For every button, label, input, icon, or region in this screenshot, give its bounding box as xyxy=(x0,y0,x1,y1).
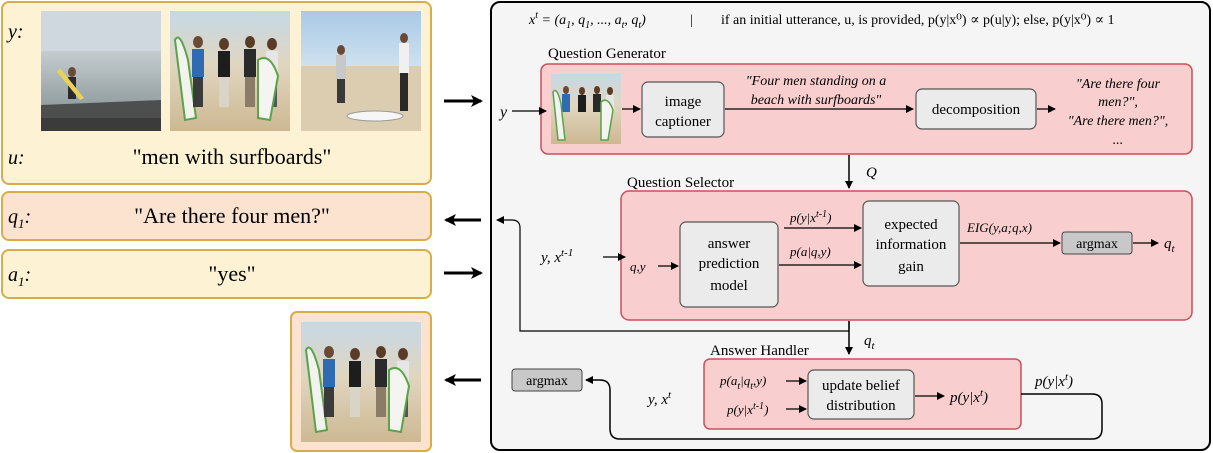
posterior-loop-line xyxy=(585,376,1103,440)
q1-text: "Are there four men?" xyxy=(134,203,330,228)
qs-qy-label: q,y xyxy=(630,259,646,274)
header-separator: | xyxy=(690,13,693,28)
eig-formula: EIG(y,a;q,x) xyxy=(966,220,1032,235)
qs-output-qt: qt xyxy=(1164,236,1176,255)
q1-label: q1: xyxy=(8,206,31,231)
image-captioner-box xyxy=(641,81,725,138)
u-label: u: xyxy=(8,147,25,169)
generated-questions-ellipsis: ... xyxy=(1113,133,1124,148)
ah-argmax-label: argmax xyxy=(526,374,568,389)
candidate-image-3 xyxy=(301,11,421,131)
ah-posterior: p(y|xt) xyxy=(949,387,988,406)
question-selector-title: Question Selector xyxy=(627,175,734,191)
apm-label-1: answer xyxy=(708,236,750,252)
q1-box xyxy=(1,191,432,241)
q-set-label: Q xyxy=(866,165,877,181)
a1-box xyxy=(1,249,432,299)
qg-input-image xyxy=(551,74,621,144)
decomposition-box xyxy=(915,88,1037,130)
y-label: y: xyxy=(6,21,24,43)
eig-box xyxy=(862,200,960,287)
qs-answer-prob-label: p(a|q,y) xyxy=(789,244,831,259)
qs-input: y, xt-1 xyxy=(539,247,573,266)
qg-input-y: y xyxy=(498,104,508,121)
image-captioner-label-2: captioner xyxy=(655,114,711,130)
ah-prior-label: p(y|xt-1) xyxy=(726,401,768,417)
qt-arrow-label: qt xyxy=(864,333,876,352)
header-condition: if an initial utterance, u, is provided,… xyxy=(721,13,1115,28)
a1-label: a1: xyxy=(8,264,31,289)
decomposition-label: decomposition xyxy=(932,102,1021,118)
apm-label-3: model xyxy=(710,278,748,294)
generated-question-1a: "Are there four xyxy=(1076,77,1161,92)
ah-argmax-box xyxy=(511,368,583,392)
xt-definition: xt = (a1, q1, ..., at, qt) xyxy=(528,10,646,31)
qs-feedback-line xyxy=(496,216,850,332)
eig-label-2: information xyxy=(876,237,947,253)
ah-p-aq-label: p(at|qt,y) xyxy=(719,373,766,392)
candidate-image-2 xyxy=(170,11,290,131)
caption-line-2: beach with surfboards" xyxy=(751,93,882,108)
update-belief-box xyxy=(807,369,915,420)
eig-label-1: expected xyxy=(884,217,938,233)
answer-prediction-model-box xyxy=(679,221,779,308)
a1-text: "yes" xyxy=(208,261,255,286)
question-generator-title: Question Generator xyxy=(548,46,666,62)
result-image xyxy=(301,322,421,442)
candidate-image-1 xyxy=(41,11,161,131)
generated-question-2: "Are there men?", xyxy=(1068,114,1169,129)
update-belief-label-1: update belief xyxy=(822,378,900,394)
posterior-output-label: p(y|xt) xyxy=(1034,371,1073,390)
answer-handler-title: Answer Handler xyxy=(710,343,809,359)
qs-argmax-label: argmax xyxy=(1076,237,1118,252)
eig-label-3: gain xyxy=(898,259,924,275)
ah-input: y, xt xyxy=(646,389,672,408)
image-captioner-label-1: image xyxy=(665,94,702,110)
caption-line-1: "Four men standing on a xyxy=(746,74,886,89)
qs-argmax-box xyxy=(1061,231,1133,255)
apm-label-2: prediction xyxy=(699,256,760,272)
generated-question-1b: men?", xyxy=(1098,95,1138,110)
update-belief-label-2: distribution xyxy=(826,398,896,414)
qs-prior-label: p(y|xt-1) xyxy=(789,209,831,225)
utterance-text: "men with surfboards" xyxy=(133,144,332,169)
